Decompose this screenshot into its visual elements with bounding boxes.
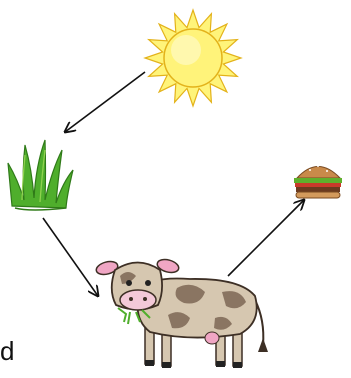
arrow-cow-to-burger bbox=[228, 200, 304, 276]
sun-icon bbox=[145, 10, 241, 106]
grass-icon bbox=[8, 140, 73, 210]
arrow-sun-to-grass bbox=[65, 72, 145, 132]
caption-text: d bbox=[0, 336, 14, 366]
cow-icon bbox=[95, 257, 268, 368]
arrow-grass-to-cow bbox=[43, 218, 98, 296]
hamburger-icon bbox=[294, 165, 342, 198]
